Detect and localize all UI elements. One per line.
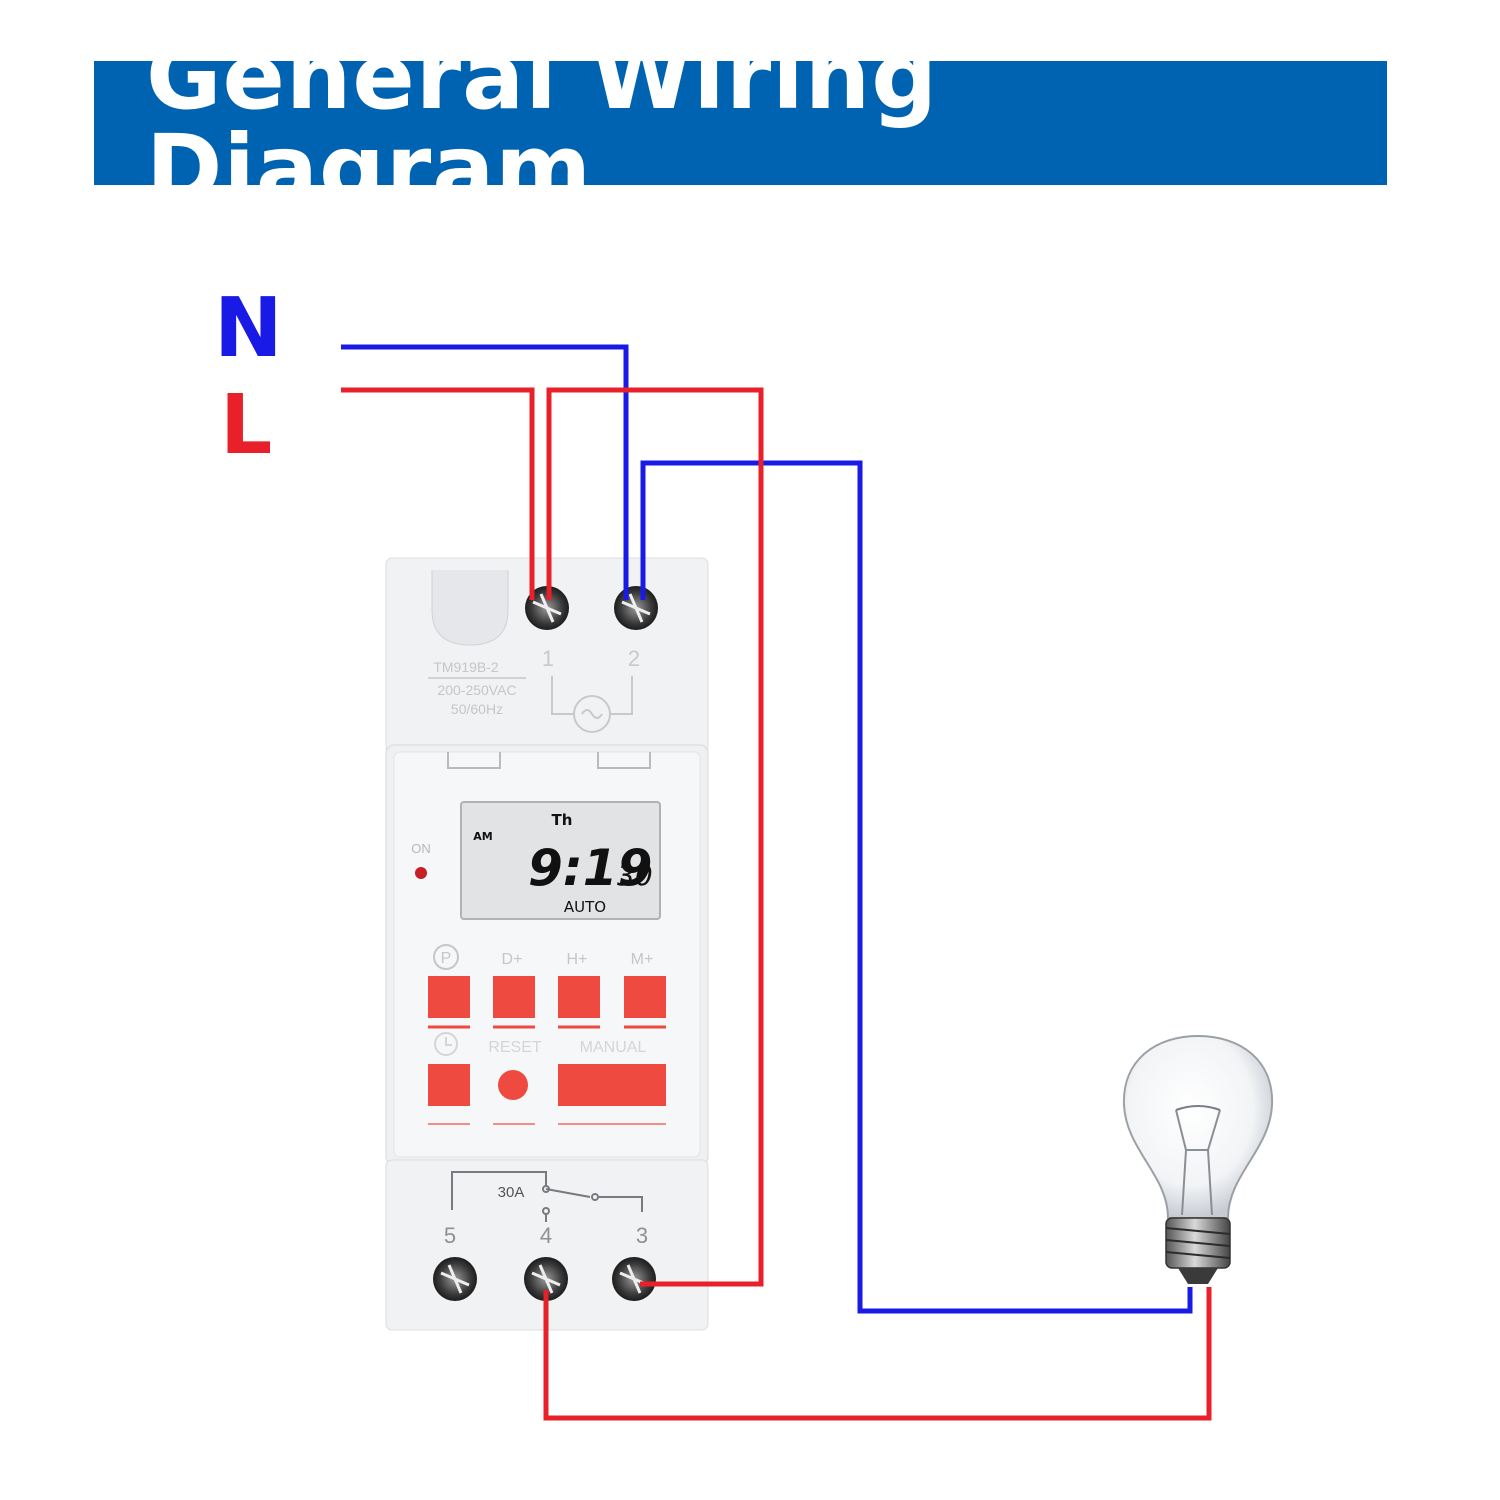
terminal-label-5: 5 xyxy=(444,1223,456,1248)
neutral-supply-wire xyxy=(341,344,629,600)
terminal-label-1: 1 xyxy=(542,646,554,671)
relay-switch-symbol xyxy=(451,1171,643,1222)
lcd-time: 9:19 xyxy=(528,839,652,897)
terminal-screw-3 xyxy=(612,1257,656,1301)
button-label-program: P xyxy=(441,950,452,967)
reset-button[interactable] xyxy=(498,1070,528,1100)
button-label-hour: H+ xyxy=(567,951,588,968)
lcd-day: Th xyxy=(552,811,573,829)
neutral-label: N xyxy=(214,281,283,376)
clock-icon xyxy=(434,1032,458,1056)
title-banner: General Wiring Diagram xyxy=(94,31,1387,215)
button-label-minute: M+ xyxy=(631,951,654,968)
manual-button[interactable] xyxy=(558,1064,666,1106)
terminal-screw-4 xyxy=(524,1257,568,1301)
voltage-label: 200-250VAC xyxy=(437,682,516,698)
on-indicator-label: ON xyxy=(411,841,431,856)
manual-label: MANUAL xyxy=(580,1039,647,1056)
relay-rating: 30A xyxy=(498,1184,525,1201)
minute-plus-button[interactable] xyxy=(624,976,666,1018)
live-supply-wire xyxy=(341,387,535,600)
frequency-label: 50/60Hz xyxy=(451,701,503,717)
live-wires xyxy=(341,387,1212,1421)
model-label: TM919B-2 xyxy=(433,659,499,675)
lcd-meridiem: AM xyxy=(473,830,492,843)
day-plus-button[interactable] xyxy=(493,976,535,1018)
lcd-display xyxy=(460,801,661,920)
on-indicator-led xyxy=(415,867,427,879)
terminal-label-4: 4 xyxy=(540,1223,552,1248)
lcd-seconds: 30 xyxy=(617,859,653,892)
live-label: L xyxy=(220,378,273,473)
lcd-mode: AUTO xyxy=(564,898,606,916)
terminal-label-3: 3 xyxy=(636,1223,648,1248)
live-relay-feed-wire xyxy=(546,387,764,1287)
neutral-wires xyxy=(341,344,1193,1314)
switched-live-wire xyxy=(543,1287,1212,1421)
button-label-day: D+ xyxy=(502,951,523,968)
neutral-load-wire xyxy=(640,460,1193,1314)
din-clip-slot xyxy=(431,570,509,646)
hour-plus-button[interactable] xyxy=(558,976,600,1018)
terminal-screw-2 xyxy=(614,586,658,630)
terminal-screw-1 xyxy=(525,586,569,630)
reset-label: RESET xyxy=(488,1039,542,1056)
program-button[interactable] xyxy=(428,976,470,1018)
terminal-screw-5 xyxy=(433,1257,477,1301)
light-bulb-icon xyxy=(1122,1034,1274,1284)
timer-switch-device: 1 2 TM919B-2 200-250VAC 50/60Hz ON Th AM… xyxy=(385,557,709,1331)
ac-source-symbol xyxy=(551,676,633,733)
page-title: General Wiring Diagram xyxy=(146,23,939,222)
clock-button[interactable] xyxy=(428,1064,470,1106)
program-icon: P xyxy=(433,944,459,970)
terminal-label-2: 2 xyxy=(628,646,640,671)
